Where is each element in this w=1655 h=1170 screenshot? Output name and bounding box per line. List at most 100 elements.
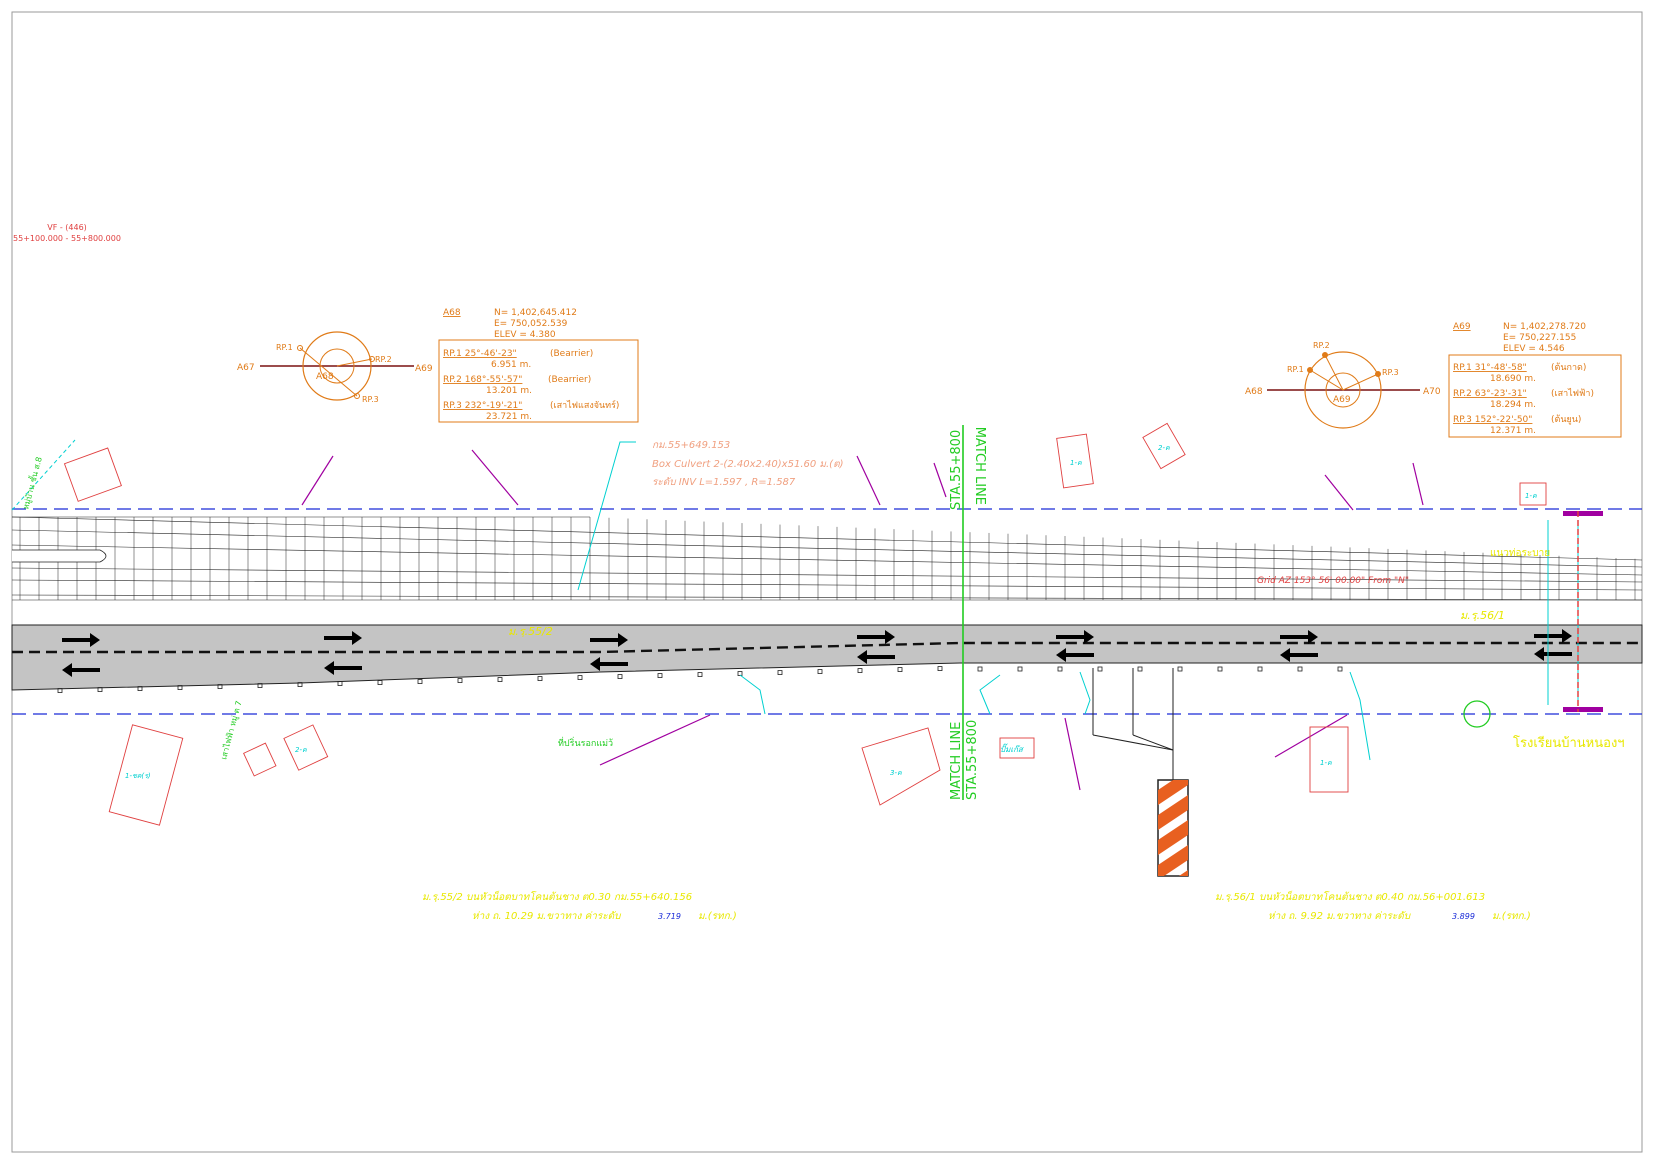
buildings <box>63 422 1547 826</box>
roadside-post <box>777 670 783 675</box>
roadside-post <box>297 682 303 687</box>
arrow-right-icon <box>1534 629 1572 643</box>
svg-text:13.201 m.: 13.201 m. <box>486 386 532 396</box>
grid-hatch <box>11 516 1643 601</box>
roadside-post <box>497 677 503 682</box>
match-line-label-top: MATCH LINE <box>972 427 987 505</box>
roadside-post <box>1057 666 1063 672</box>
bm1-line1: ม.รฺ.55/2 บนหัวน็อตบาทโคนต้นชาง ต0.30 กม… <box>422 890 692 903</box>
arrow-left-icon <box>590 657 628 671</box>
building-label-7: ปั๊มเก๊ส <box>1000 743 1024 754</box>
bm1-short-label: ม.รฺ.55/2 <box>508 625 553 638</box>
svg-text:RP.1: RP.1 <box>276 343 293 352</box>
a69-name: A69 <box>1453 322 1471 332</box>
control-point-a69: A68 A70 A69 RP.1 RP.2 RP.3 A69 N= 1,402,… <box>1245 322 1622 438</box>
building-label-5: 3-ค <box>890 769 902 777</box>
bm1-unit: ม.(รทก.) <box>698 911 737 922</box>
bm2-line1: ม.รฺ.56/1 บนหัวน็อตบาทโคนต้นชาง ต0.40 กม… <box>1215 890 1485 903</box>
roadside-post <box>337 681 343 686</box>
bm2-unit: ม.(รทก.) <box>1492 911 1531 922</box>
svg-text:RP.2: RP.2 <box>1313 341 1330 350</box>
svg-text:RP.2: RP.2 <box>375 355 392 364</box>
roadside-post <box>377 680 383 685</box>
roadside-post <box>1097 666 1103 672</box>
building-label-8: 2-ค <box>295 746 307 754</box>
arrow-left-icon <box>1534 647 1572 661</box>
svg-text:RP.3 152°-22'-50": RP.3 152°-22'-50" <box>1453 415 1532 425</box>
arrow-left-icon <box>857 650 895 664</box>
hazard-sign <box>1092 668 1189 877</box>
svg-text:A68: A68 <box>316 372 334 382</box>
svg-text:A68: A68 <box>1245 387 1263 397</box>
roadside-post <box>417 679 423 684</box>
svg-text:12.371 m.: 12.371 m. <box>1490 426 1536 436</box>
svg-text:(เสาไฟแสงจันทร์): (เสาไฟแสงจันทร์) <box>550 399 619 411</box>
roadside-post <box>697 672 703 677</box>
village-sign-1: หมู่บ้าน ชั้น ส.8 <box>19 455 45 510</box>
road-corridor <box>11 508 1643 715</box>
roadside-post <box>1217 666 1223 672</box>
bm1-line2: ห่าง ถ. 10.29 ม.ขวาทาง ค่าระดับ <box>472 911 622 922</box>
taper-nose <box>12 549 107 563</box>
building-label-4: 1-ชค(ร) <box>125 772 151 780</box>
svg-text:Box Culvert 2-(2.40x2.40)x51.6: Box Culvert 2-(2.40x2.40)x51.60 ม.(ต) <box>652 459 843 470</box>
a68-northing: N= 1,402,645.412 <box>494 308 577 318</box>
roadside-post <box>857 668 863 673</box>
traffic-arrows <box>62 629 1572 677</box>
a69-easting: E= 750,227.155 <box>1503 333 1576 343</box>
svg-text:ระดับ INV L=1.597 , R=1.587: ระดับ INV L=1.597 , R=1.587 <box>652 477 796 488</box>
village-sign-2: เสาไฟฟ้า หมู่ ต 7 <box>219 700 244 761</box>
svg-text:A69: A69 <box>415 364 433 374</box>
a68-name: A68 <box>443 308 461 318</box>
roadside-post <box>1137 666 1143 672</box>
roadside-post <box>1257 666 1263 672</box>
svg-text:6.951 m.: 6.951 m. <box>491 360 531 370</box>
arrow-left-icon <box>1280 648 1318 662</box>
roadside-post <box>1177 666 1183 672</box>
roadside-post <box>257 683 263 688</box>
svg-text:(ต้นกาด): (ต้นกาด) <box>1551 362 1586 373</box>
roadside-post <box>617 674 623 679</box>
svg-text:RP.1 31°-48'-58": RP.1 31°-48'-58" <box>1453 363 1527 373</box>
match-line-station-top: STA.55+800 <box>949 430 964 510</box>
svg-text:RP.1: RP.1 <box>1287 365 1304 374</box>
roadside-post <box>137 686 143 691</box>
svg-text:RP.3: RP.3 <box>1382 368 1399 377</box>
roadside-posts <box>57 666 1343 693</box>
bus-stop-label: ที่ปริ่นรอกแม่ว้ <box>558 736 613 749</box>
bm2-value: 3.899 <box>1452 912 1475 921</box>
a68-easting: E= 750,052.539 <box>494 319 568 329</box>
roadside-post <box>177 685 183 690</box>
survey-lines <box>301 449 1424 791</box>
svg-text:RP.2 63°-23'-31": RP.2 63°-23'-31" <box>1453 389 1527 399</box>
svg-text:A70: A70 <box>1423 387 1441 397</box>
building-label-1: 1-ค <box>1070 459 1082 467</box>
bm2-short-label: ม.รฺ.56/1 <box>1460 609 1505 622</box>
svg-text:RP.1 25°-46'-23": RP.1 25°-46'-23" <box>443 349 517 359</box>
roadside-post <box>1017 666 1023 672</box>
benchmark-notes: ม.รฺ.55/2 บนหัวน็อตบาทโคนต้นชาง ต0.30 กม… <box>422 890 1531 922</box>
roadside-post <box>737 671 743 676</box>
svg-text:(Bearrier): (Bearrier) <box>550 349 593 359</box>
arrow-right-icon <box>1056 630 1094 644</box>
road-centerline <box>12 641 1642 654</box>
arrow-right-icon <box>1280 630 1318 644</box>
svg-text:(Bearrier): (Bearrier) <box>548 375 591 385</box>
svg-text:RP.2 168°-55'-57": RP.2 168°-55'-57" <box>443 375 522 385</box>
roadside-post <box>937 666 943 671</box>
svg-text:(เสาไฟฟ้า): (เสาไฟฟ้า) <box>1551 388 1594 399</box>
arrow-right-icon <box>62 633 100 647</box>
arrow-right-icon <box>590 633 628 647</box>
roadside-post <box>217 684 223 689</box>
building-label-3: 1-ค <box>1525 492 1537 500</box>
bm1-value: 3.719 <box>658 912 681 921</box>
roadside-post <box>817 669 823 674</box>
roadside-post <box>1337 666 1343 672</box>
grid-azimuth-note: Grid AZ 153° 56' 00.00" From "N" <box>1257 576 1409 586</box>
road-pavement <box>11 624 1643 691</box>
svg-text:(ต้นยูน): (ต้นยูน) <box>1551 414 1581 425</box>
canal-label: แนวท่อระบาย <box>1490 548 1550 559</box>
a69-elevation: ELEV = 4.546 <box>1503 344 1565 354</box>
grid-vertical-lines <box>19 517 1636 600</box>
